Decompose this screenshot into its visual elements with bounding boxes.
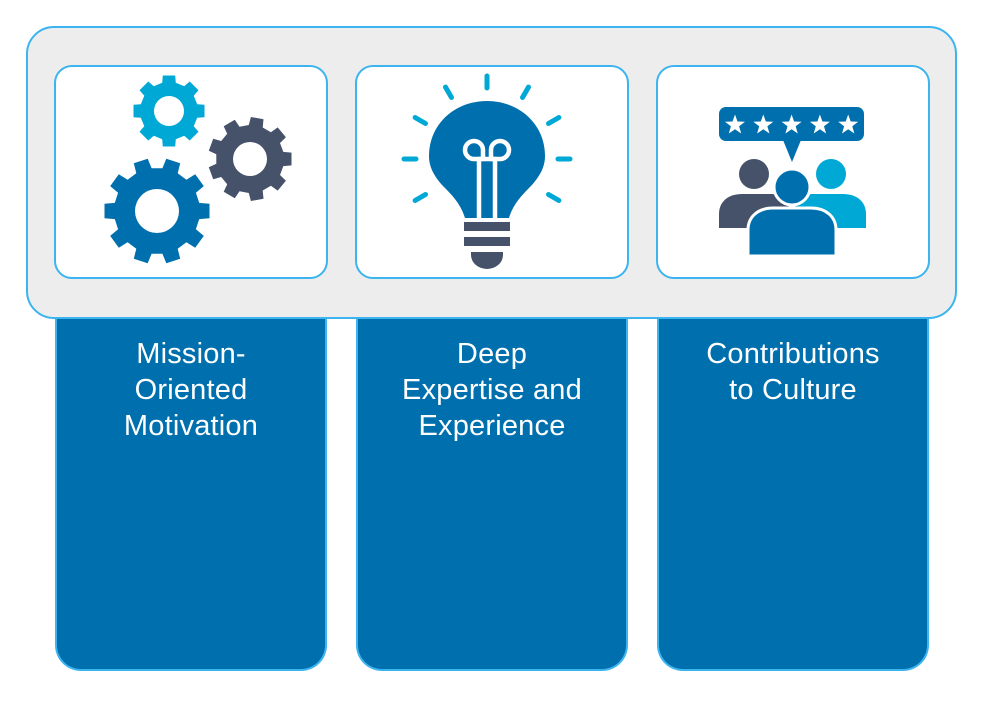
gear-large-blue-icon <box>104 158 210 264</box>
light-ray <box>520 84 531 100</box>
team-rating-icon <box>719 107 866 258</box>
light-ray <box>546 115 562 126</box>
pillar-label: Contributions to Culture <box>706 338 880 406</box>
light-ray <box>546 192 562 203</box>
light-rays <box>401 73 573 203</box>
rating-bubble <box>719 107 864 162</box>
star-icon <box>781 114 802 134</box>
pillar-column-deep-expertise: Deep Expertise and Experience <box>356 300 628 671</box>
pillar-label: Mission- Oriented Motivation <box>123 338 259 442</box>
gear-small-light-icon <box>133 75 205 147</box>
gear-medium-slate-icon <box>208 117 292 201</box>
star-icon <box>753 114 774 134</box>
light-ray <box>412 192 428 203</box>
lightbulb-icon <box>401 73 573 269</box>
person-center <box>746 167 838 258</box>
star-icon <box>838 114 859 134</box>
bulb-base-ring <box>464 237 510 246</box>
icon-card-mission <box>54 65 328 279</box>
bulb-base-cap <box>471 252 503 269</box>
gears-icon <box>104 75 292 264</box>
filament <box>462 138 512 221</box>
pillar-label: Deep Expertise and Experience <box>402 338 582 442</box>
pillar-column-mission-oriented-motivation: Mission- Oriented Motivation <box>55 300 327 671</box>
light-ray <box>443 84 454 100</box>
icon-card-expertise <box>355 65 629 279</box>
star-icon <box>809 114 830 134</box>
light-ray <box>412 115 428 126</box>
pillar-column-contributions-to-culture: Contributions to Culture <box>657 300 929 671</box>
icon-card-culture <box>656 65 930 279</box>
bulb-base-ring <box>464 222 510 231</box>
star-icon <box>725 114 745 134</box>
